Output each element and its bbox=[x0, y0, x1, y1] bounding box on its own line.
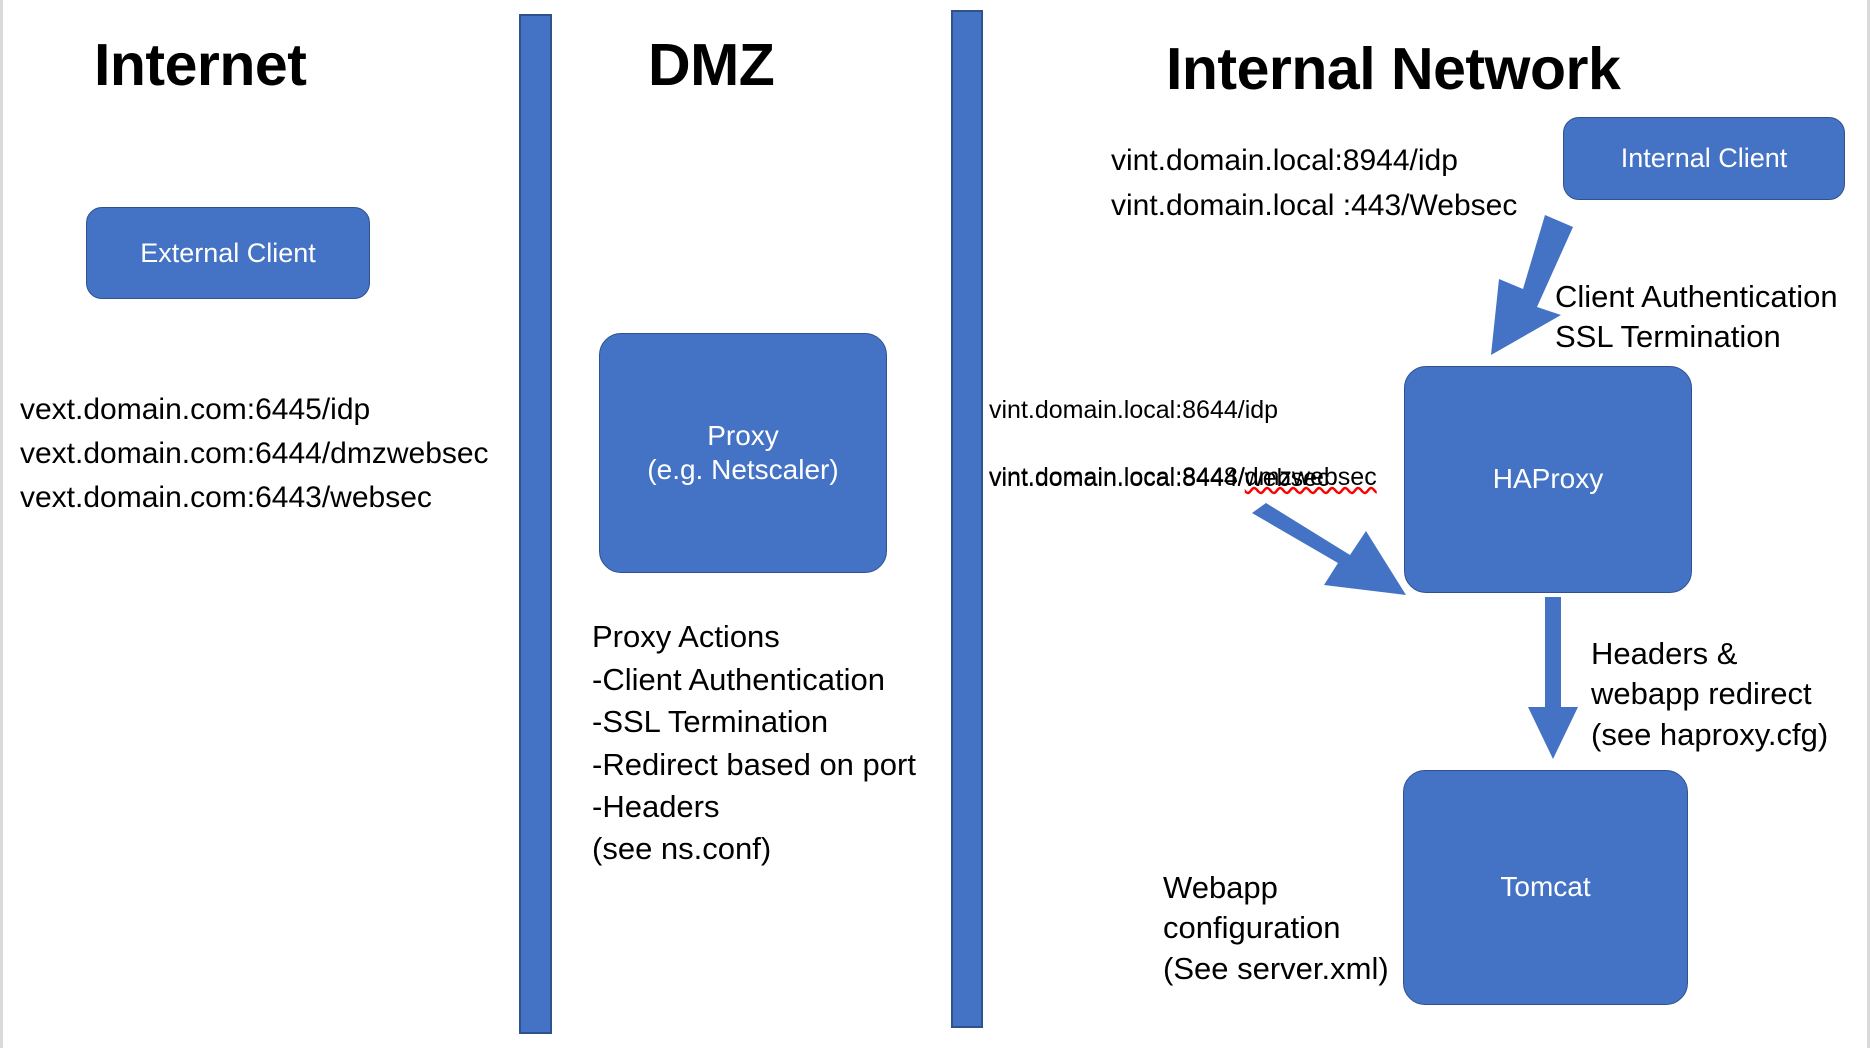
external-urls-line-1: vext.domain.com:6445/idp bbox=[20, 393, 371, 426]
internal-client-url-line-1: vint.domain.local:8944/idp bbox=[1111, 144, 1458, 177]
zone-title-internet: Internet bbox=[94, 32, 307, 98]
divider-internet-dmz bbox=[519, 14, 552, 1034]
external-urls-line-2: vext.domain.com:6444/dmzwebsec bbox=[20, 437, 489, 470]
node-haproxy[interactable]: HAProxy bbox=[1404, 366, 1692, 593]
internal-client-url-line-2: vint.domain.local :443/Websec bbox=[1111, 189, 1518, 222]
proxy-actions-heading: Proxy Actions bbox=[592, 619, 780, 654]
zone-title-internal-network: Internal Network bbox=[1166, 36, 1621, 102]
haproxy-backend-url-line-2-prefix: vint.domain.local:8448/ bbox=[989, 462, 1245, 491]
label-client-auth-ssl-termination: Client Authentication SSL Termination bbox=[1555, 279, 1838, 355]
zone-title-dmz: DMZ bbox=[648, 32, 775, 98]
proxy-actions-item-2: -SSL Termination bbox=[592, 704, 829, 739]
proxy-actions-item-3: -Redirect based on port bbox=[592, 747, 916, 782]
arrow-haproxy-to-tomcat bbox=[1528, 597, 1578, 759]
haproxy-backend-url-line-3: vint.domain.local:8444/websec bbox=[989, 464, 1330, 492]
arrow-internal-client-to-haproxy bbox=[1491, 215, 1573, 355]
proxy-actions-reference: (see ns.conf) bbox=[592, 831, 772, 866]
haproxy-backend-url-line-2-misspelled-word: dmzwebsec bbox=[1244, 462, 1377, 491]
label-headers-webapp-redirect: Headers & webapp redirect (see haproxy.c… bbox=[1591, 636, 1829, 752]
node-external-client[interactable]: External Client bbox=[86, 207, 370, 299]
proxy-actions-item-4: -Headers bbox=[592, 789, 720, 824]
external-urls-line-3: vext.domain.com:6443/websec bbox=[20, 481, 432, 514]
haproxy-backend-url-line-2: vint.domain.local:8448/dmzwebsec bbox=[989, 428, 1377, 493]
proxy-actions-item-1: -Client Authentication bbox=[592, 662, 885, 697]
label-webapp-configuration: Webapp configuration (See server.xml) bbox=[1163, 870, 1389, 986]
node-proxy[interactable]: Proxy (e.g. Netscaler) bbox=[599, 333, 887, 573]
arrow-urls-to-haproxy bbox=[1252, 503, 1406, 595]
node-tomcat[interactable]: Tomcat bbox=[1403, 770, 1688, 1005]
node-internal-client[interactable]: Internal Client bbox=[1563, 117, 1845, 200]
divider-dmz-internal bbox=[951, 10, 983, 1028]
haproxy-backend-url-line-1: vint.domain.local:8644/idp bbox=[989, 396, 1279, 424]
